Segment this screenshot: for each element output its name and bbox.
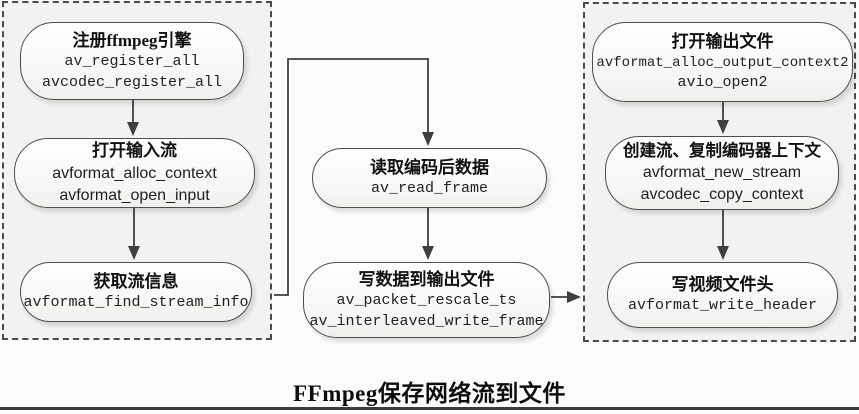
node-function: av_packet_rescale_ts xyxy=(336,292,517,310)
node-open-input-stream: 打开输入流 avformat_alloc_context avformat_op… xyxy=(14,138,255,208)
node-title: 获取流信息 xyxy=(93,271,179,291)
node-function: avformat_open_input xyxy=(59,186,210,204)
node-title: 打开输入流 xyxy=(92,141,177,161)
node-create-stream-copy-context: 创建流、复制编码器上下文 avformat_new_stream avcodec… xyxy=(605,136,839,210)
diagram-caption: FFmpeg保存网络流到文件 xyxy=(293,381,566,406)
node-function: avio_open2 xyxy=(677,74,768,92)
node-function: av_register_all xyxy=(64,53,200,71)
node-function: av_read_frame xyxy=(370,180,489,198)
node-title: 打开输出文件 xyxy=(671,32,774,52)
node-title: 创建流、复制编码器上下文 xyxy=(623,140,821,160)
node-function: avformat_write_header xyxy=(627,297,818,315)
node-open-output-file: 打开输出文件 avformat_alloc_output_context2 av… xyxy=(592,22,853,102)
node-function: avformat_alloc_context xyxy=(52,164,217,182)
node-function: av_interleaved_write_frame xyxy=(309,312,544,330)
node-get-stream-info: 获取流信息 avformat_find_stream_info xyxy=(20,262,252,322)
node-write-data-to-output: 写数据到输出文件 av_packet_rescale_ts av_interle… xyxy=(303,262,550,338)
node-title: 注册ffmpeg引擎 xyxy=(72,30,192,50)
bottom-rule-line xyxy=(0,407,859,410)
node-register-ffmpeg: 注册ffmpeg引擎 av_register_all avcodec_regis… xyxy=(20,22,244,100)
node-function: avcodec_copy_context xyxy=(640,186,804,204)
node-write-video-header: 写视频文件头 avformat_write_header xyxy=(607,262,838,328)
node-title: 写视频文件头 xyxy=(671,274,774,294)
node-read-encoded-data: 读取编码后数据 av_read_frame xyxy=(312,148,547,208)
node-function: avformat_alloc_output_context2 xyxy=(596,54,849,71)
node-function: avcodec_register_all xyxy=(41,73,223,91)
node-function: avformat_find_stream_info xyxy=(23,294,249,312)
node-title: 读取编码后数据 xyxy=(370,157,489,177)
node-function: avformat_new_stream xyxy=(642,164,802,182)
node-title: 写数据到输出文件 xyxy=(358,269,495,289)
